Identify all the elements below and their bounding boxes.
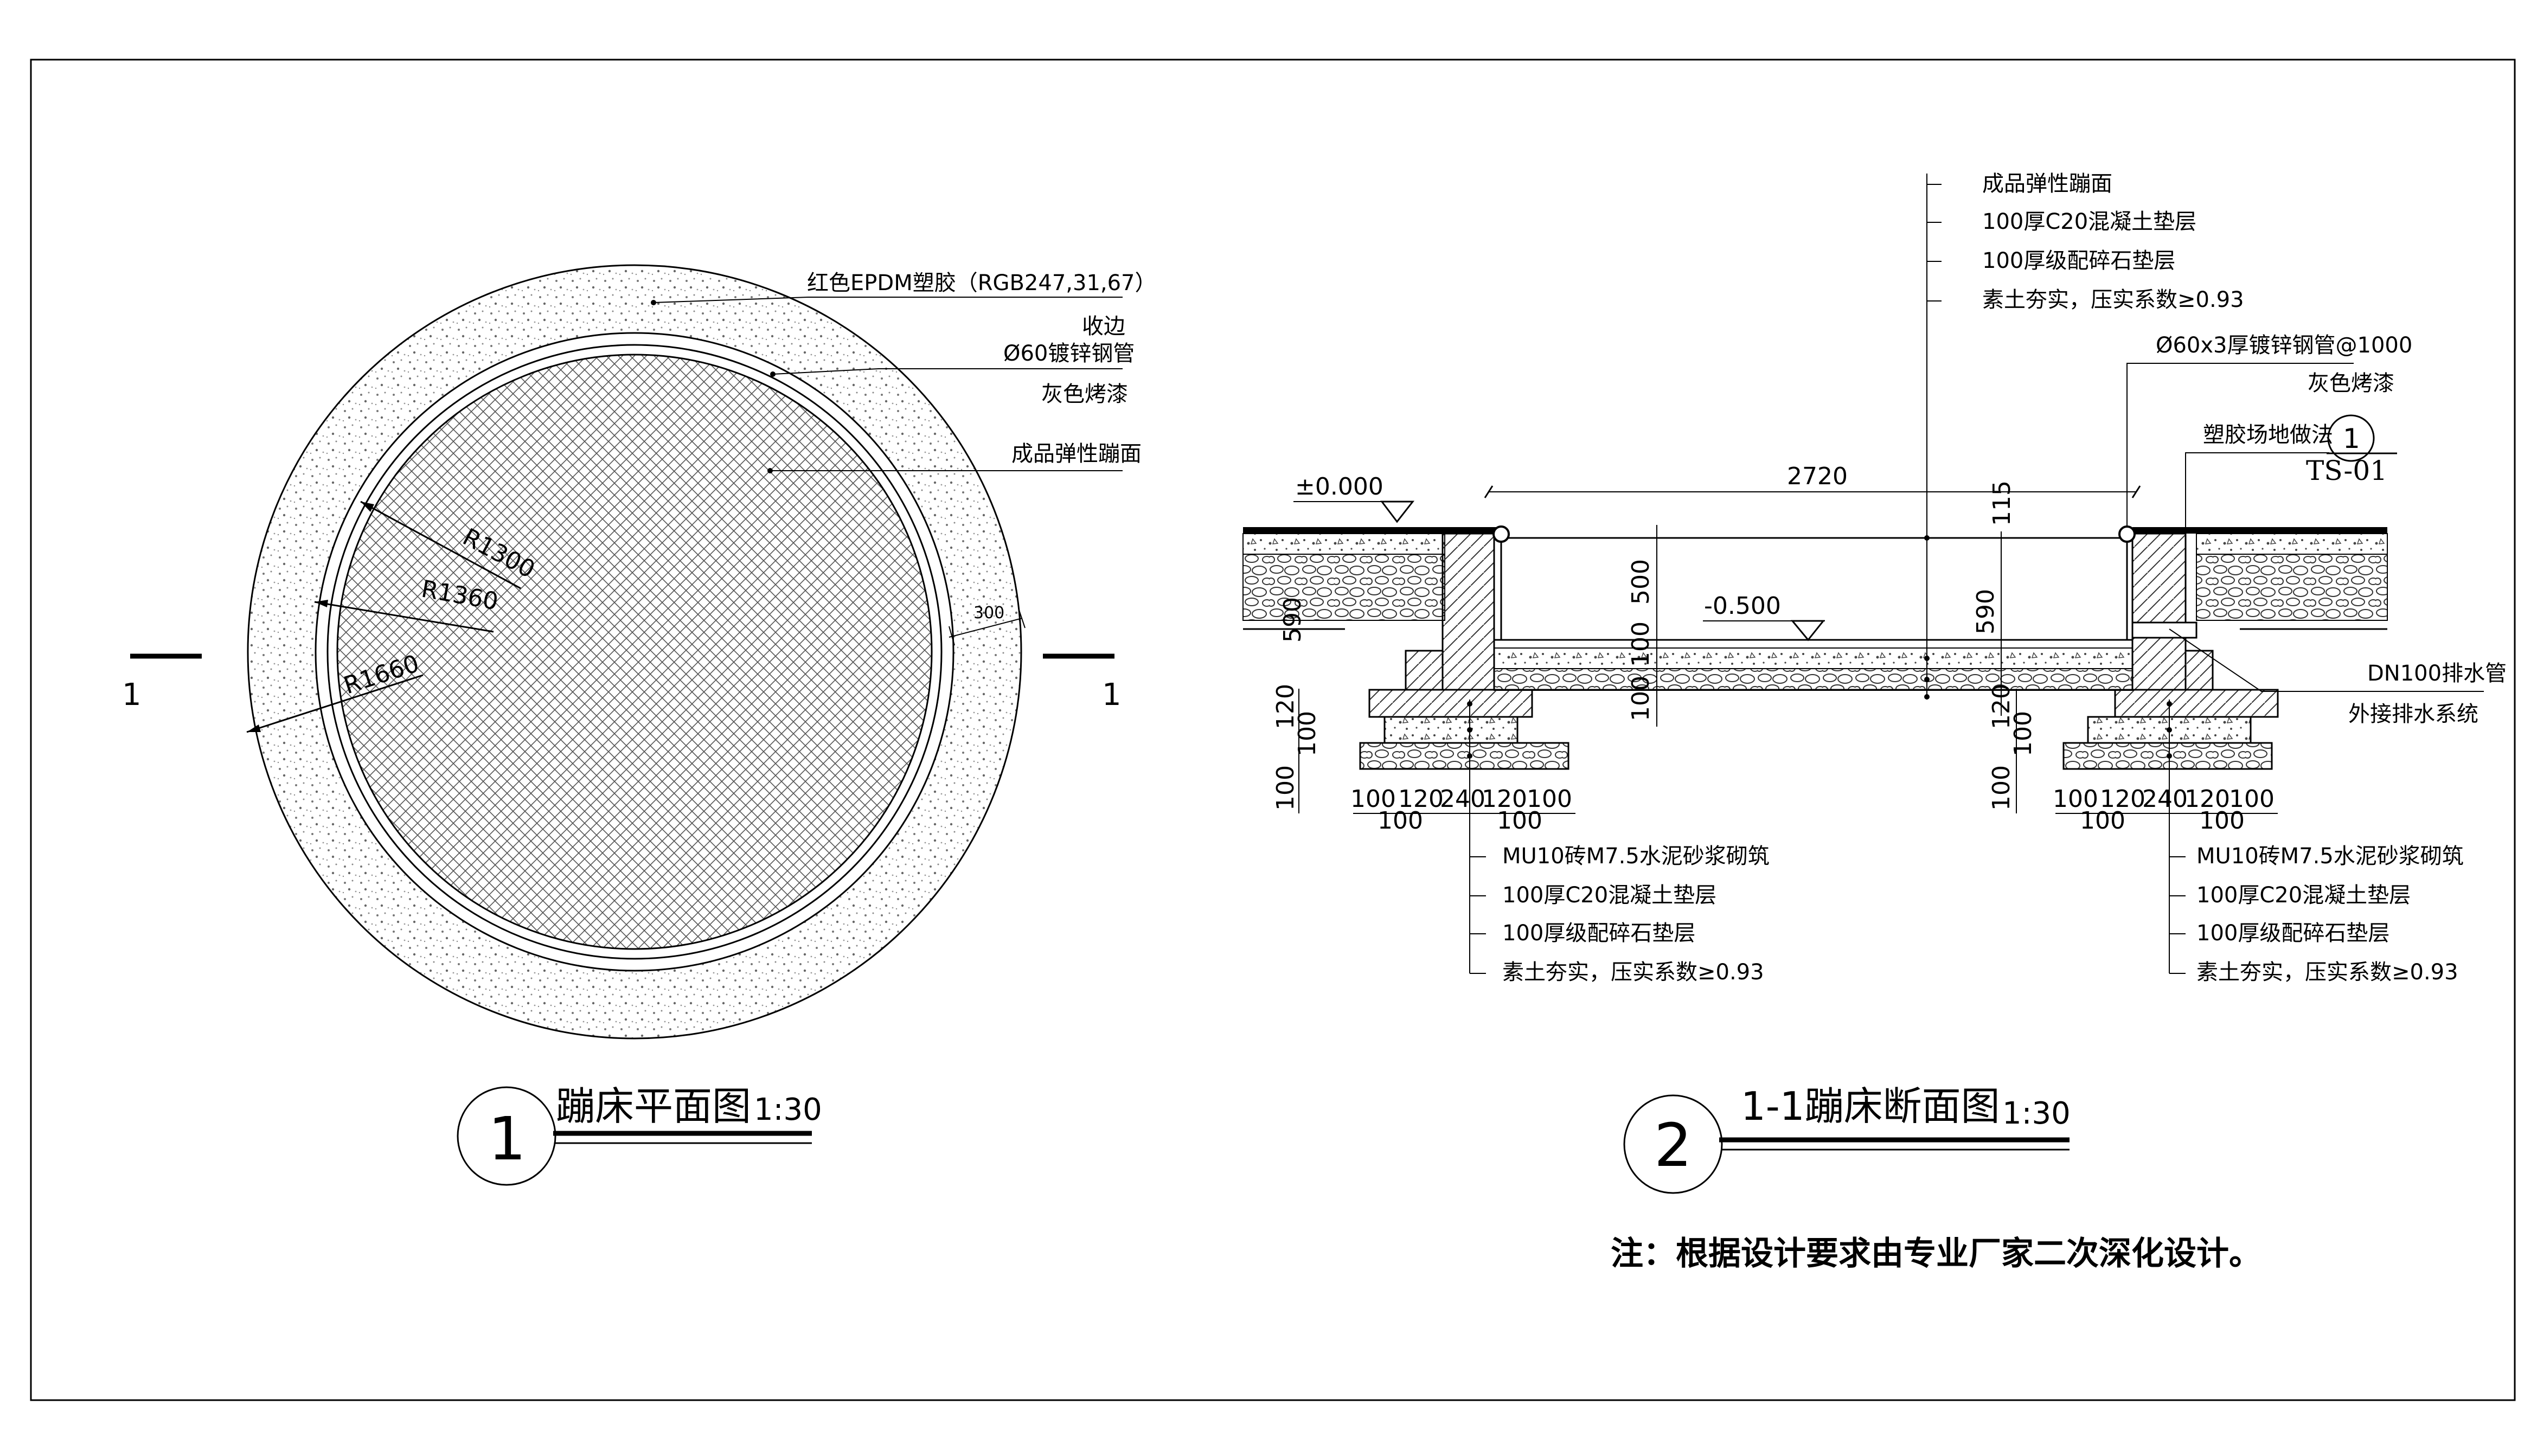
steel-pipe-right <box>2118 525 2136 543</box>
plan-leader-edge: 收边 <box>1082 314 1125 339</box>
right-base-120-b: 120 <box>2184 785 2230 813</box>
section-title: 1-1蹦床断面图 <box>1741 1083 2000 1129</box>
sheet-border <box>30 59 2516 1401</box>
pit-wall-right <box>2131 533 2187 691</box>
ring-width-dim: 300 <box>973 604 1004 623</box>
drain-note: 外接排水系统 <box>2348 702 2478 727</box>
plan-leader-epdm: 红色EPDM塑胶（RGB247,31,67） <box>807 271 1157 296</box>
plan-view: R1300 R1360 R1660 300 1 1 红色EPDM塑胶（RGB24… <box>122 264 1157 1186</box>
pipe-label: Ø60x3厚镀锌钢管@1000 <box>2156 333 2412 358</box>
left-base-100-a: 100 <box>1350 785 1396 813</box>
ref-circle <box>2327 414 2375 462</box>
dim-115: 115 <box>1988 480 2016 526</box>
center-layer-concrete: 100厚C20混凝土垫层 <box>1982 209 2196 234</box>
left-base-240: 240 <box>1440 785 1485 813</box>
right-sub-100-a: 100 <box>2080 807 2125 835</box>
trampoline-mat <box>336 354 933 950</box>
ground-left-stones <box>1242 554 1445 621</box>
level-bottom: -0.500 <box>1704 592 1781 620</box>
center-layer-soil: 素土夯实，压实系数≥0.93 <box>1982 287 2244 312</box>
left-base-120-a: 120 <box>1398 785 1444 813</box>
dim-100-a: 100 <box>1627 621 1655 667</box>
right-footing-brick: MU10砖M7.5水泥砂浆砌筑 <box>2196 844 2464 869</box>
section-number-circle <box>1623 1094 1723 1194</box>
right-base-240: 240 <box>2142 785 2188 813</box>
left-dim-100-a: 100 <box>1293 711 1321 756</box>
dim-590-right: 590 <box>1972 589 2000 634</box>
left-sub-100-b: 100 <box>1497 807 1542 835</box>
right-base-100-b: 100 <box>2229 785 2275 813</box>
left-footing-concrete: 100厚C20混凝土垫层 <box>1502 883 1716 908</box>
section-scale: 1:30 <box>2002 1096 2071 1131</box>
drain-label: DN100排水管 <box>2367 661 2507 686</box>
dim-590-left: 590 <box>1279 597 1306 643</box>
pit-wall-left <box>1442 533 1495 691</box>
left-footing-soil: 素土夯实，压实系数≥0.93 <box>1502 960 1764 985</box>
plan-number-circle <box>457 1086 556 1186</box>
right-dim-100-b: 100 <box>1988 765 2015 811</box>
right-base-100-a: 100 <box>2053 785 2098 813</box>
pit-floor-concrete <box>1494 647 2133 669</box>
right-footing-concrete: 100厚C20混凝土垫层 <box>2196 883 2411 908</box>
left-base-100-b: 100 <box>1527 785 1572 813</box>
center-layer-gravel: 100厚级配碎石垫层 <box>1982 248 2175 273</box>
right-base-120-a: 120 <box>2100 785 2145 813</box>
pipe-finish: 灰色烤漆 <box>2308 371 2394 396</box>
ref-number: 1 <box>2343 423 2360 454</box>
right-footing-soil: 素土夯实，压实系数≥0.93 <box>2196 960 2458 985</box>
steel-pipe-ring <box>326 344 943 960</box>
right-dim-100-a: 100 <box>2009 711 2037 756</box>
plan-scale: 1:30 <box>754 1092 822 1127</box>
left-footing-gravel: 100厚级配碎石垫层 <box>1502 921 1695 946</box>
span-dim: 2720 <box>1787 463 1848 490</box>
plan-number: 1 <box>488 1104 526 1173</box>
dim-500: 500 <box>1627 559 1655 605</box>
plan-leader-pipe: Ø60镀锌钢管 <box>1003 341 1135 366</box>
section-mark-left: 1 <box>122 677 142 713</box>
level-top: ±0.000 <box>1295 473 1383 501</box>
right-sub-100-b: 100 <box>2199 807 2245 835</box>
section-number: 2 <box>1654 1111 1692 1180</box>
left-dim-100-b: 100 <box>1272 765 1299 811</box>
dim-100-b: 100 <box>1627 676 1655 721</box>
plan-title: 蹦床平面图 <box>556 1083 751 1129</box>
pit-floor-gravel <box>1494 668 2133 691</box>
ground-right-surface <box>2132 527 2387 534</box>
footing-left <box>1359 689 1569 770</box>
ref-sheet: TS-01 <box>2306 455 2387 486</box>
drain-pipe <box>2131 621 2198 639</box>
left-dim-120: 120 <box>1272 684 1299 729</box>
ground-right-stones <box>2196 554 2388 621</box>
left-base-120-b: 120 <box>1482 785 1527 813</box>
section-view: ±0.000 -0.500 2720 115 500 100 100 590 5… <box>1242 171 2507 1194</box>
plan-leader-mat: 成品弹性蹦面 <box>1011 441 1142 466</box>
ground-ref-label: 塑胶场地做法 <box>2203 422 2333 447</box>
left-sub-100-a: 100 <box>1378 807 1423 835</box>
ground-left-surface <box>1243 527 1499 534</box>
plan-leader-paint: 灰色烤漆 <box>1041 382 1128 407</box>
center-layer-mat: 成品弹性蹦面 <box>1982 171 2112 196</box>
steel-pipe-left <box>1492 525 1510 543</box>
right-footing-gravel: 100厚级配碎石垫层 <box>2196 921 2389 946</box>
section-mark-right: 1 <box>1102 677 1122 713</box>
right-dim-120: 120 <box>1988 684 2015 729</box>
left-footing-brick: MU10砖M7.5水泥砂浆砌筑 <box>1502 844 1770 869</box>
design-note: 注：根据设计要求由专业厂家二次深化设计。 <box>1611 1235 2261 1273</box>
